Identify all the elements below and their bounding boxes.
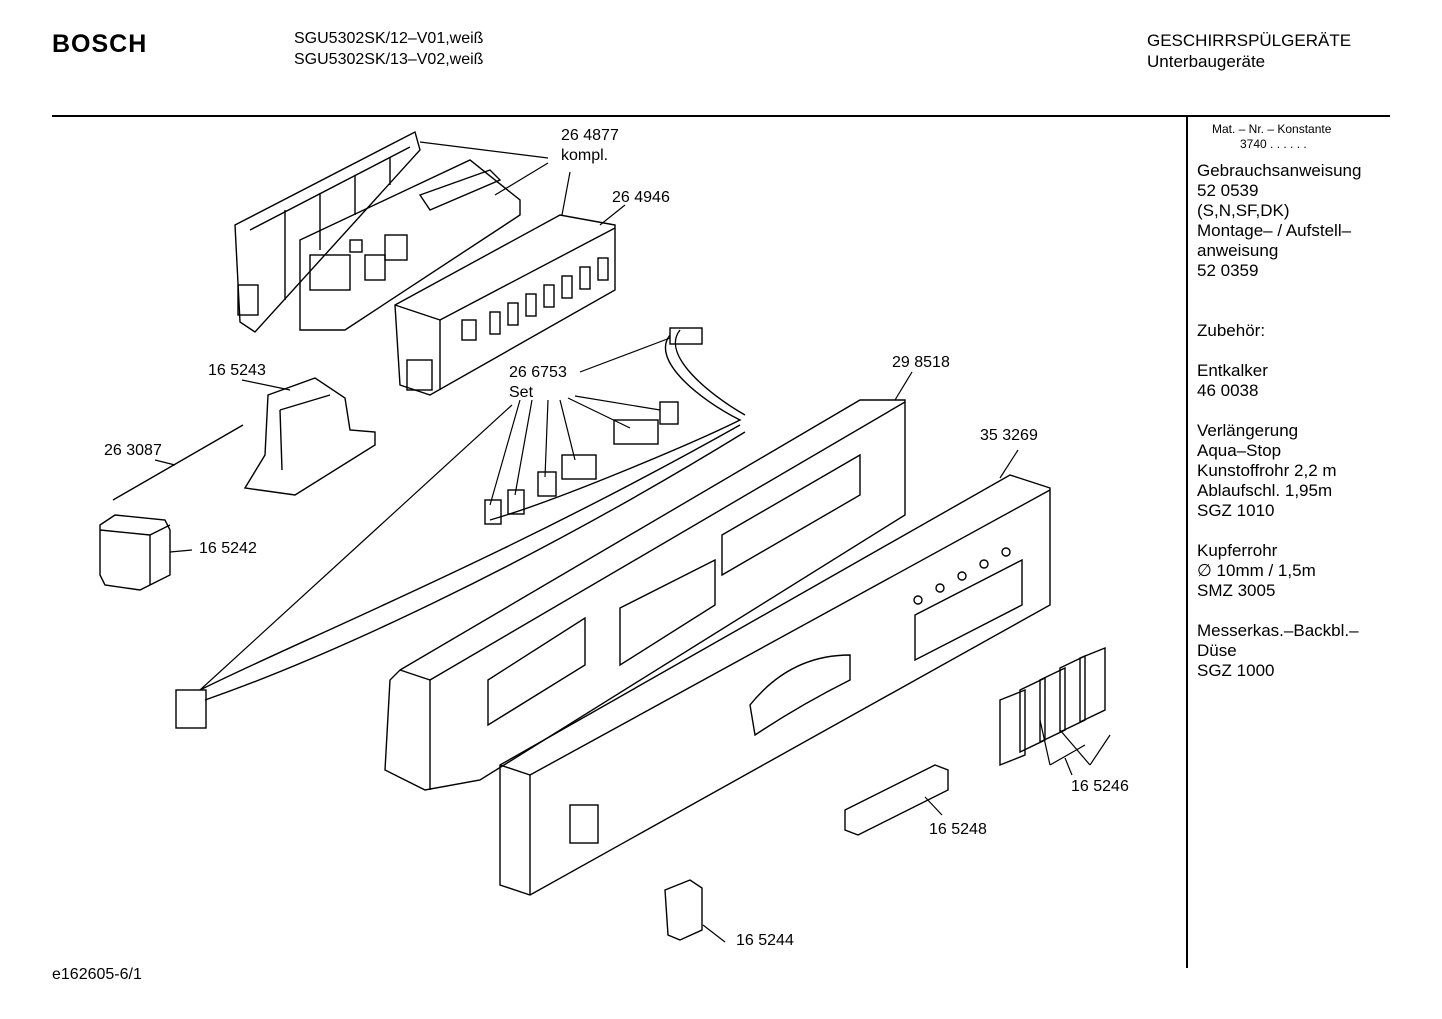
sidebar-line: Kupferrohr [1197,541,1278,560]
sidebar-line: Kunstoffrohr 2,2 m [1197,461,1337,480]
sidebar-line: anweisung [1197,241,1279,260]
part-label-263087: 26 3087 [104,442,162,459]
part-label-266753: 26 6753 [509,364,567,381]
part-label-165248: 16 5248 [929,821,987,838]
sidebar-line: 46 0038 [1197,381,1259,400]
sidebar-line: Gebrauchsanweisung [1197,161,1362,180]
sidebar-line: 52 0359 [1197,261,1259,280]
sidebar-line: Düse [1197,641,1237,660]
leader-lines [154,141,1111,943]
category-subtitle: Unterbaugeräte [1147,52,1266,71]
circuit-board [299,159,521,331]
model-line-2: SGU5302SK/13–V02,weiß [294,51,484,68]
sidebar-line: Entkalker [1197,361,1268,380]
front-fascia [499,474,1051,896]
brand-logo: BOSCH [52,30,148,58]
sidebar-line: SGZ 1010 [1197,501,1275,520]
switch-block [99,514,171,591]
part-label-353269: 35 3269 [980,427,1038,444]
part-label-264877: 26 4877 [561,127,619,144]
category-title: GESCHIRRSPÜLGERÄTE [1147,31,1352,50]
sidebar-line: (S,N,SF,DK) [1197,201,1290,220]
part-label-165243: 16 5243 [208,362,266,379]
cover-strip [844,764,949,836]
drawing-id: e162605-6/1 [52,966,142,983]
matnr-label: Mat. – Nr. – Konstante [1212,122,1332,136]
part-label-165242: 16 5242 [199,540,257,557]
sidebar-divider [1186,116,1188,968]
sidebar-line: 52 0539 [1197,181,1259,200]
sidebar-line: Ablaufschl. 1,95m [1197,481,1333,500]
part-note-set: Set [509,384,534,401]
cable-set [175,327,746,729]
actuator-rod [112,424,244,501]
part-label-165246: 16 5246 [1071,778,1129,795]
header-divider [52,115,1390,117]
sidebar-line: SGZ 1000 [1197,661,1275,680]
inner-panel [384,399,906,791]
control-module-frame [234,130,421,333]
sidebar-line: Verlängerung [1197,421,1299,440]
sidebar-notes: Gebrauchsanweisung 52 0539 (S,N,SF,DK) M… [1197,161,1361,681]
sidebar-line: Aqua–Stop [1197,441,1282,460]
sidebar-line: Montage– / Aufstell– [1197,221,1352,240]
matnr-value: 3740 . . . . . . [1240,137,1307,151]
control-housing [394,214,616,396]
door-switch [243,377,376,496]
sidebar-line: ∅ 10mm / 1,5m [1197,561,1316,580]
sidebar-line: Zubehör: [1197,321,1266,340]
model-line-1: SGU5302SK/12–V01,weiß [294,30,484,47]
part-label-264946: 26 4946 [612,189,670,206]
sidebar-line: SMZ 3005 [1197,581,1276,600]
sidebar-line: Messerkas.–Backbl.– [1197,621,1359,640]
part-label-165244: 16 5244 [736,932,794,949]
part-note-kompl: kompl. [561,147,609,164]
part-label-298518: 29 8518 [892,354,950,371]
knob-cap [664,879,703,941]
button-set [999,646,1106,767]
